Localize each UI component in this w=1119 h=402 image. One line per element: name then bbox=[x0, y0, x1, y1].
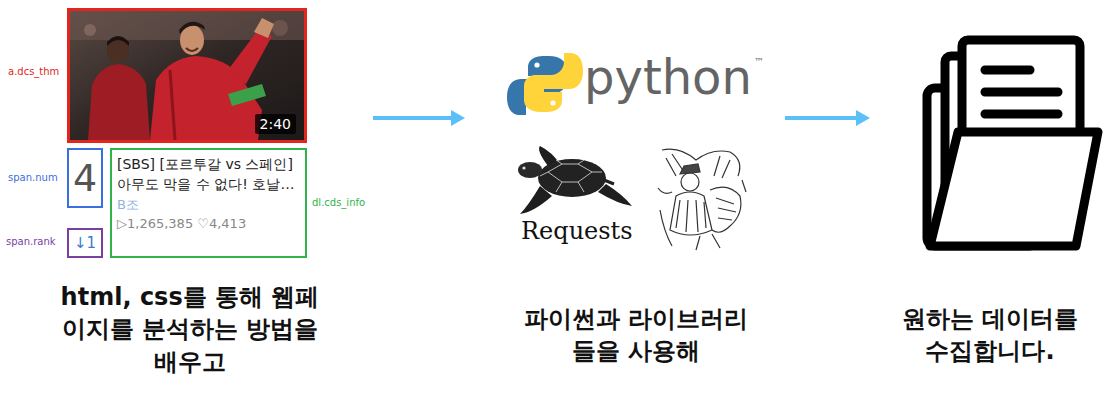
step-caption: 파이썬과 라이브러리들을 사용해 bbox=[518, 303, 754, 368]
step-caption: html, css를 통해 웹페이지를 분석하는 방법을 배우고 bbox=[60, 281, 320, 378]
flow-arrow bbox=[373, 110, 465, 126]
arrow-head bbox=[856, 110, 870, 126]
thumbnail-box: 2:40 bbox=[67, 8, 307, 143]
rank-number: 4 bbox=[69, 150, 101, 206]
flow-arrow bbox=[785, 110, 870, 126]
rank-number-box: 4 bbox=[67, 148, 103, 208]
python-wordmark: python bbox=[584, 50, 752, 105]
css-selector-label: span.num bbox=[8, 172, 58, 184]
css-selector-label: a.dcs_thm bbox=[8, 66, 59, 78]
css-selector-label: span.rank bbox=[6, 236, 56, 248]
arrow-head bbox=[451, 110, 465, 126]
duration-badge: 2:40 bbox=[255, 114, 296, 134]
python-logo bbox=[507, 53, 583, 115]
alice-illustration bbox=[658, 149, 746, 250]
info-box: [SBS] [포르투갈 vs 스페인] 아무도 막을 수 없다! 호날…B조▷1… bbox=[110, 148, 307, 258]
turtle-illustration bbox=[518, 146, 632, 214]
arrow-line bbox=[785, 116, 858, 120]
rank-change-box: ↓1 bbox=[67, 228, 103, 258]
arrow-line bbox=[373, 116, 453, 120]
stage-group: html, css를 통해 웹페이지를 분석하는 방법을 배우고2:404[SB… bbox=[5, 5, 368, 397]
trademark-sign: ™ bbox=[754, 56, 764, 68]
stage-group: 원하는 데이터를 수집합니다. bbox=[875, 5, 1114, 397]
rank-change: ↓1 bbox=[69, 230, 101, 256]
view-like-count: ▷1,265,385 ♡4,413 bbox=[117, 214, 300, 234]
requests-wordmark: Requests bbox=[521, 218, 633, 246]
css-selector-label: dl.cds_info bbox=[312, 197, 365, 209]
folder-icon bbox=[927, 40, 1098, 246]
video-title: [SBS] [포르투갈 vs 스페인] 아무도 막을 수 없다! 호날… bbox=[117, 154, 300, 195]
step-caption: 원하는 데이터를 수집합니다. bbox=[890, 303, 1090, 368]
stage-group: 파이썬과 라이브러리들을 사용해 bbox=[470, 5, 780, 397]
thumbnail-photo bbox=[69, 10, 305, 140]
channel-name: B조 bbox=[117, 195, 300, 215]
